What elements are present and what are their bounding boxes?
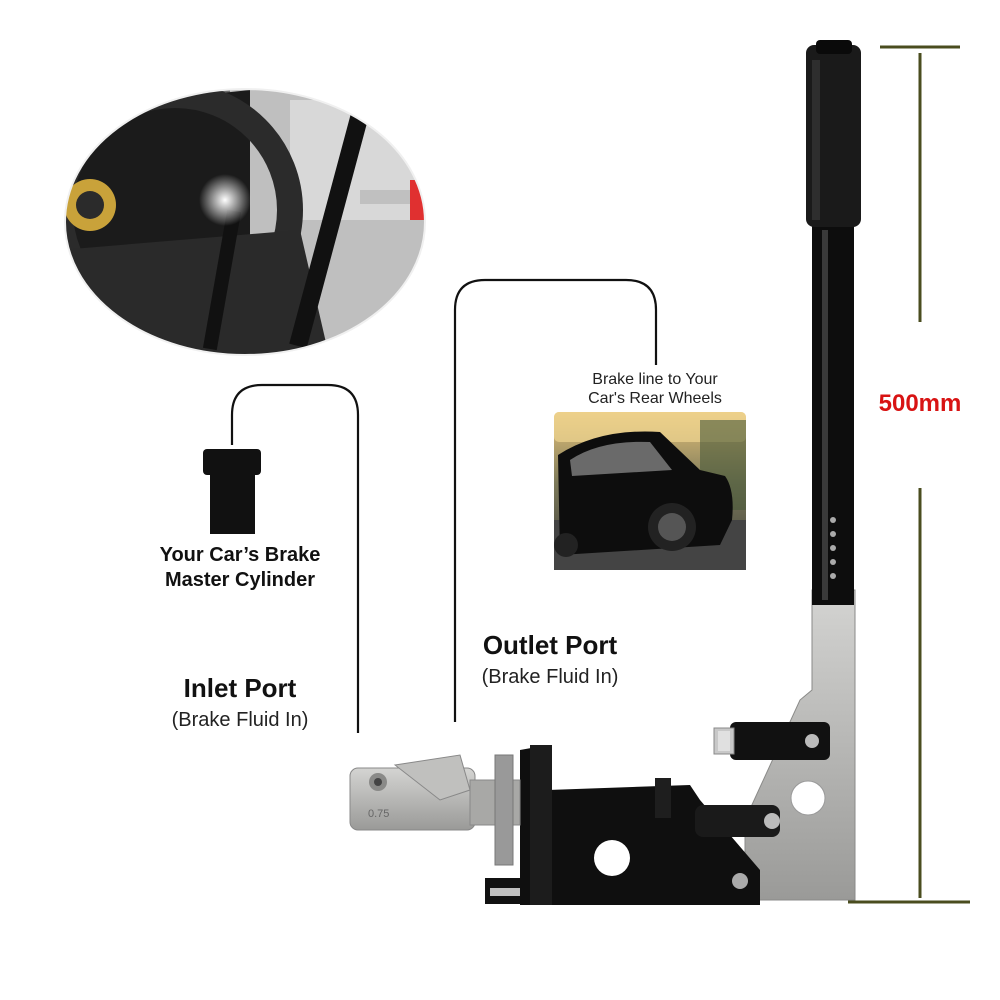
outlet-port-title: Outlet Port bbox=[482, 630, 618, 660]
car-photo bbox=[554, 412, 746, 570]
car-interior-photo bbox=[65, 89, 425, 355]
bracket-base bbox=[485, 745, 780, 905]
measure-lines bbox=[848, 45, 970, 904]
connector-lines bbox=[230, 278, 658, 733]
silver-master-cylinder bbox=[349, 754, 521, 866]
master-cylinder-icon bbox=[203, 449, 261, 534]
brake-line-label: Brake line to Your Car's Rear Wheels bbox=[588, 371, 722, 407]
inlet-port-subtitle: (Brake Fluid In) bbox=[171, 709, 309, 731]
cylinder-engraving: 0.75 bbox=[368, 808, 390, 820]
side-pin bbox=[713, 722, 830, 760]
handbrake-lever bbox=[744, 40, 861, 901]
master-cylinder-label: Your Car’s Brake Master Cylinder bbox=[159, 544, 321, 591]
inlet-port-title: Inlet Port bbox=[183, 673, 297, 703]
length-measurement-label: 500mm bbox=[878, 390, 962, 417]
outlet-port-subtitle: (Brake Fluid In) bbox=[481, 666, 619, 688]
